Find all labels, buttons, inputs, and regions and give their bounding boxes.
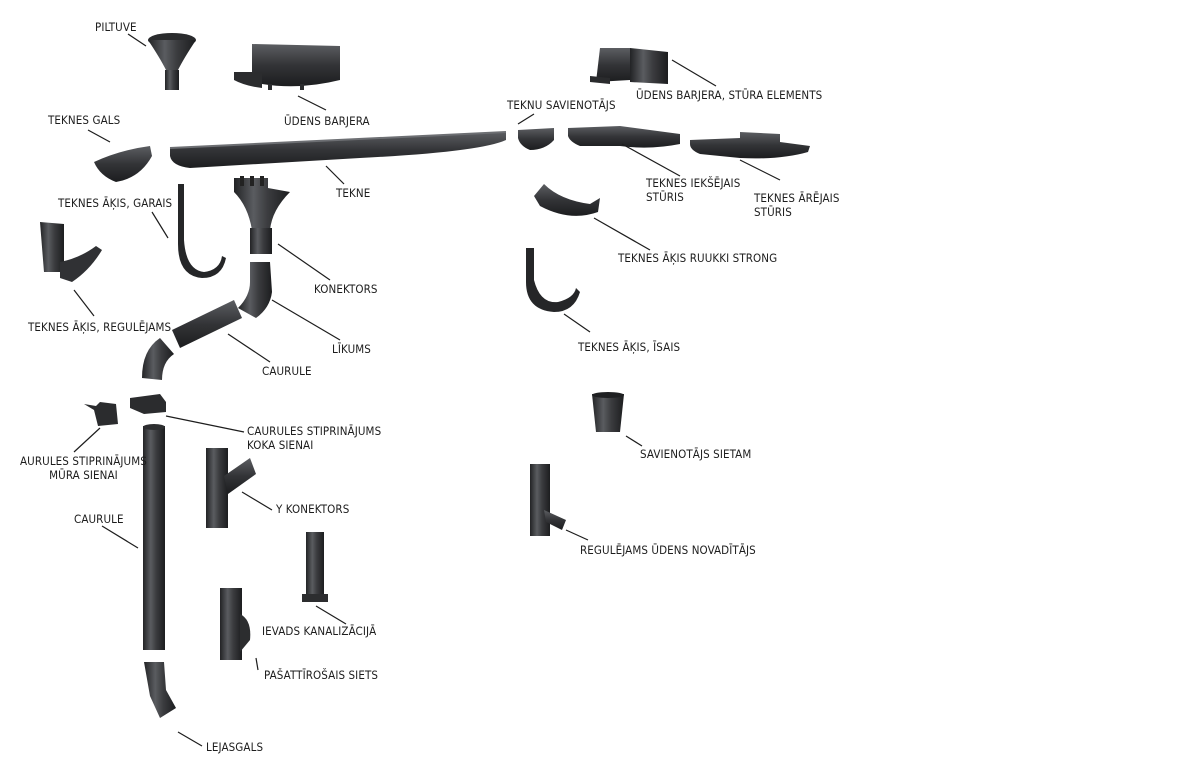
label-gutter-end: TEKNES GALS [48,113,121,127]
elbow-part [238,262,272,318]
label-water-barrier-corner: ŪDENS BARJERA, STŪRA ELEMENTS [636,88,823,102]
label-funnel: PILTUVE [95,20,137,34]
label-pipe-bracket-wood: CAURULES STIPRINĀJUMS KOKA SIENAI [247,424,382,452]
short-hook-part [526,248,580,312]
inner-corner-part [568,126,680,148]
label-self-cleaning-strainer: PAŠATTĪROŠAIS SIETS [264,668,379,682]
label-pipe-left: CAURULE [74,512,124,526]
label-gutter-connector: TEKNU SAVIENOTĀJS [507,98,616,112]
vertical-pipe-part [143,424,165,650]
sewer-inlet-part [302,532,328,602]
adjustable-diverter-part [530,464,566,536]
label-downspout-end: LEJASGALS [206,740,264,754]
self-cleaning-strainer-part [220,588,251,660]
label-pipe-top: CAURULE [262,364,312,378]
downspout-end-part [144,662,176,718]
label-connector: KONEKTORS [314,282,378,296]
label-pipe-bracket-masonry: AURULES STIPRINĀJUMS MŪRA SIENAI [20,454,147,482]
connector-outlet-part [234,176,290,254]
long-hook-part [178,184,226,278]
water-barrier-part [234,44,340,90]
y-connector-part [206,448,256,528]
label-adjustable-hook: TEKNES ĀĶIS, REGULĒJAMS [28,320,172,334]
label-outer-corner: TEKNES ĀRĒJAIS STŪRIS [754,191,840,219]
label-y-connector: Y KONEKTORS [276,502,350,516]
label-adjustable-diverter: REGULĒJAMS ŪDENS NOVADĪTĀJS [580,543,756,557]
label-inner-corner: TEKNES IEKŠĒJAIS STŪRIS [646,176,741,204]
strainer-connector-part [592,392,624,432]
gutter-part [169,131,507,168]
label-long-hook: TEKNES ĀĶIS, GARAIS [58,196,173,210]
label-elbow: LĪKUMS [332,342,371,356]
gutter-end-part [94,146,152,182]
leader-lines [73,33,781,747]
diagonal-pipe-part [142,300,242,380]
pipe-bracket-wood-part [130,394,166,414]
water-barrier-corner-part [590,48,668,84]
label-gutter: TEKNE [336,186,371,200]
pipe-bracket-masonry-part [84,402,118,426]
label-water-barrier: ŪDENS BARJERA [284,114,370,128]
label-sewer-inlet: IEVADS KANALIZĀCIJĀ [262,624,377,638]
label-ruukki-hook: TEKNES ĀĶIS RUUKKI STRONG [618,251,778,265]
gutter-connector-part [518,128,554,150]
funnel-part [148,33,196,90]
ruukki-hook-part [534,184,600,216]
label-strainer-connector: SAVIENOTĀJS SIETAM [640,447,752,461]
adjustable-hook-part [40,222,102,282]
outer-corner-part [690,132,810,159]
label-short-hook: TEKNES ĀĶIS, ĪSAIS [578,340,681,354]
